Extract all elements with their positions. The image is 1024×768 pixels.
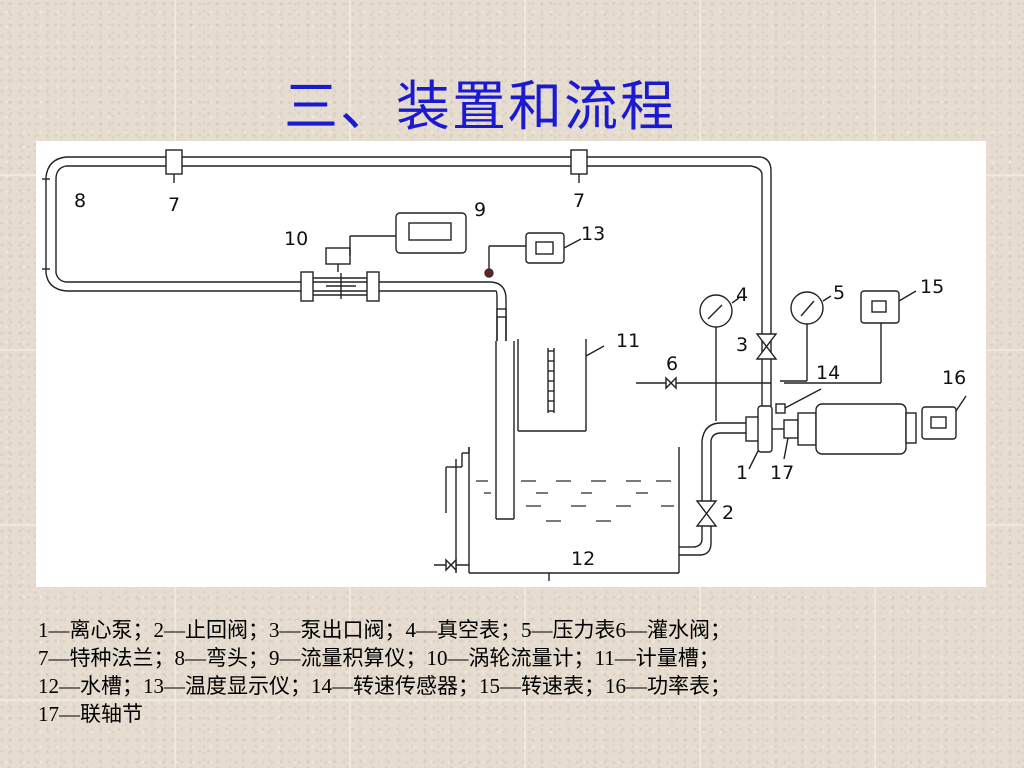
legend-line-1: 1—离心泵；2—止回阀；3—泵出口阀；4—真空表；5—压力表6—灌水阀； [38,618,731,642]
legend-line-2: 7—特种法兰；8—弯头；9—流量积算仪；10—涡轮流量计；11—计量槽； [38,646,720,670]
legend-line-4: 17—联轴节 [38,702,143,726]
component-legend: 1—离心泵；2—止回阀；3—泵出口阀；4—真空表；5—压力表6—灌水阀； 7—特… [38,616,998,728]
label-3: 3 [736,334,748,356]
priming-line [636,376,771,390]
label-4: 4 [736,284,748,306]
suction-pipe [679,422,746,556]
page-title: 三、装置和流程 [284,75,676,138]
measuring-tank [517,339,605,432]
legend-line-3: 12—水槽；13—温度显示仪；14—转速传感器；15—转速表；16—功率表； [38,674,731,698]
label-8: 8 [74,190,86,212]
label-1: 1 [736,462,748,484]
shaft-coupling [772,419,799,460]
special-flange-left [165,149,183,175]
label-15: 15 [920,276,944,298]
label-13: 13 [581,223,605,245]
flow-totalizer [395,212,467,254]
label-11: 11 [616,330,640,352]
centrifugal-pump [745,405,773,470]
pump-outlet-valve [755,333,778,360]
pressure-gauge [780,291,832,382]
label-2: 2 [722,502,734,524]
vacuum-gauge [699,294,740,421]
speed-sensor [775,388,822,414]
label-16: 16 [942,367,966,389]
turbine-flowmeter [300,235,396,302]
apparatus-diagram: 8 7 7 9 10 13 11 4 5 15 3 6 14 16 1 17 2… [36,141,986,587]
label-6: 6 [666,353,678,375]
top-return-pipe [42,156,772,406]
label-9: 9 [474,199,486,221]
temperature-display [484,232,582,278]
water-tank [434,447,680,581]
check-valve [695,500,718,527]
motor [797,403,917,455]
label-14: 14 [816,362,840,384]
label-12: 12 [571,548,595,570]
label-7-left: 7 [168,194,180,216]
special-flange-right [570,149,588,175]
power-meter [921,395,967,440]
tachometer [784,290,917,384]
label-5: 5 [833,282,845,304]
label-17: 17 [770,462,794,484]
discharge-pipe [495,308,515,520]
label-10: 10 [284,228,308,250]
label-7-right: 7 [573,190,585,212]
